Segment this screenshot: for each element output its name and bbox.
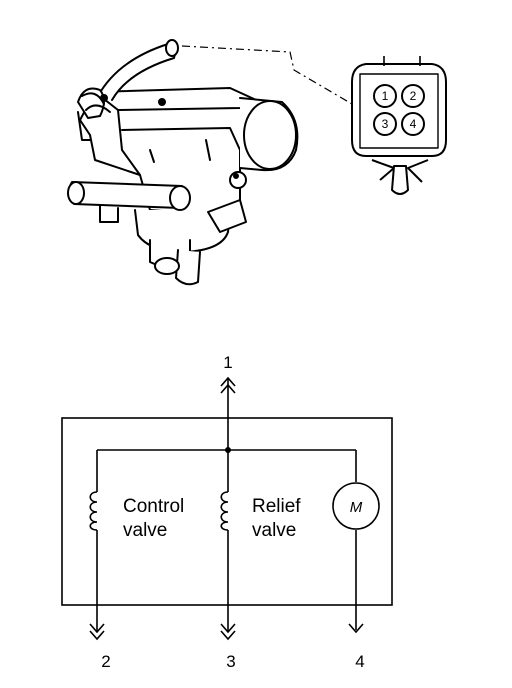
junction-dot bbox=[225, 447, 231, 453]
motor-symbol-label: M bbox=[350, 499, 363, 516]
relief-valve-label-line2: valve bbox=[252, 520, 296, 541]
terminal-2-label: 2 bbox=[101, 652, 110, 671]
terminal-1-label: 1 bbox=[223, 353, 232, 372]
connector-pin-2-label: 2 bbox=[410, 89, 417, 103]
schematic bbox=[61, 376, 393, 641]
terminal-4-label: 4 bbox=[355, 652, 364, 671]
control-valve-coil-icon bbox=[89, 491, 98, 531]
control-valve-label-line2: valve bbox=[123, 520, 167, 541]
terminal-2-arrow-icon bbox=[89, 623, 105, 641]
connector-pin-3-label: 3 bbox=[382, 117, 389, 131]
connector-pin-1-label: 1 bbox=[382, 89, 389, 103]
hydraulic-unit-illustration bbox=[67, 39, 299, 286]
control-valve-label-line1: Control bbox=[123, 496, 184, 517]
motor-symbol-icon bbox=[332, 482, 380, 530]
terminal-3-label: 3 bbox=[226, 652, 235, 671]
terminal-1-arrow-icon bbox=[220, 376, 236, 394]
connector-illustration bbox=[351, 56, 447, 195]
terminal-4-arrow-icon bbox=[348, 623, 364, 634]
connector-pin-4-label: 4 bbox=[410, 117, 417, 131]
leader-line bbox=[181, 45, 353, 105]
unit-enclosure bbox=[61, 417, 393, 606]
terminal-3-arrow-icon bbox=[220, 623, 236, 641]
relief-valve-label-line1: Relief bbox=[252, 496, 301, 517]
relief-valve-coil-icon bbox=[220, 491, 229, 531]
